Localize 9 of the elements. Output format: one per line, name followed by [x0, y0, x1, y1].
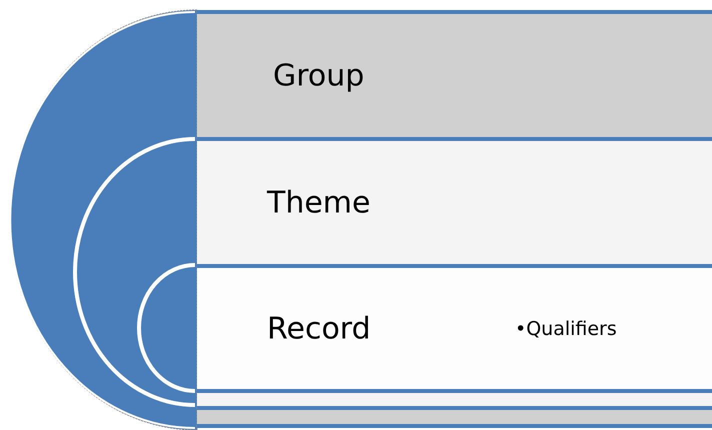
layer-band: [197, 10, 712, 137]
layer-band: [197, 264, 712, 389]
layer-title: Record: [267, 311, 371, 346]
layer-band: [197, 137, 712, 264]
layer-title: Group: [273, 58, 364, 93]
stripe-band: [197, 389, 712, 406]
bullet-item: •Qualifiers: [515, 318, 617, 340]
layer-title: Theme: [267, 185, 370, 220]
stripe-band: [197, 406, 712, 428]
